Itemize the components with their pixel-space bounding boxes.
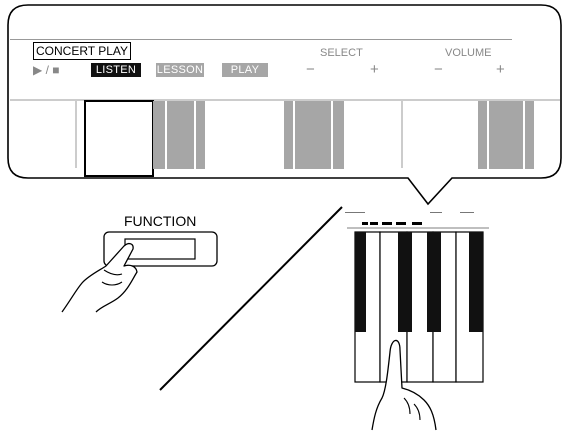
panel-divider (10, 39, 512, 40)
lesson-button: LESSON (156, 63, 204, 77)
play-button: PLAY (222, 63, 268, 77)
select-plus: + (370, 61, 379, 78)
volume-plus: + (496, 61, 505, 78)
hand-right (371, 339, 437, 431)
listen-button: LISTEN (91, 63, 141, 77)
select-label: SELECT (320, 47, 363, 59)
highlighted-key (84, 100, 154, 177)
function-label: FUNCTION (124, 213, 197, 229)
mini-keyboard (345, 212, 489, 383)
divider-line (159, 206, 343, 391)
gray-key-1 (153, 101, 205, 169)
hand-left (61, 242, 138, 313)
callout-keyboard (10, 99, 560, 177)
concert-play-label: CONCERT PLAY (33, 42, 132, 60)
gray-key-3 (478, 101, 534, 169)
select-minus: − (306, 61, 315, 78)
volume-label: VOLUME (445, 47, 492, 59)
function-button (103, 231, 218, 267)
play-stop-symbol: ▶ / ■ (33, 63, 60, 77)
volume-minus: − (434, 61, 443, 78)
